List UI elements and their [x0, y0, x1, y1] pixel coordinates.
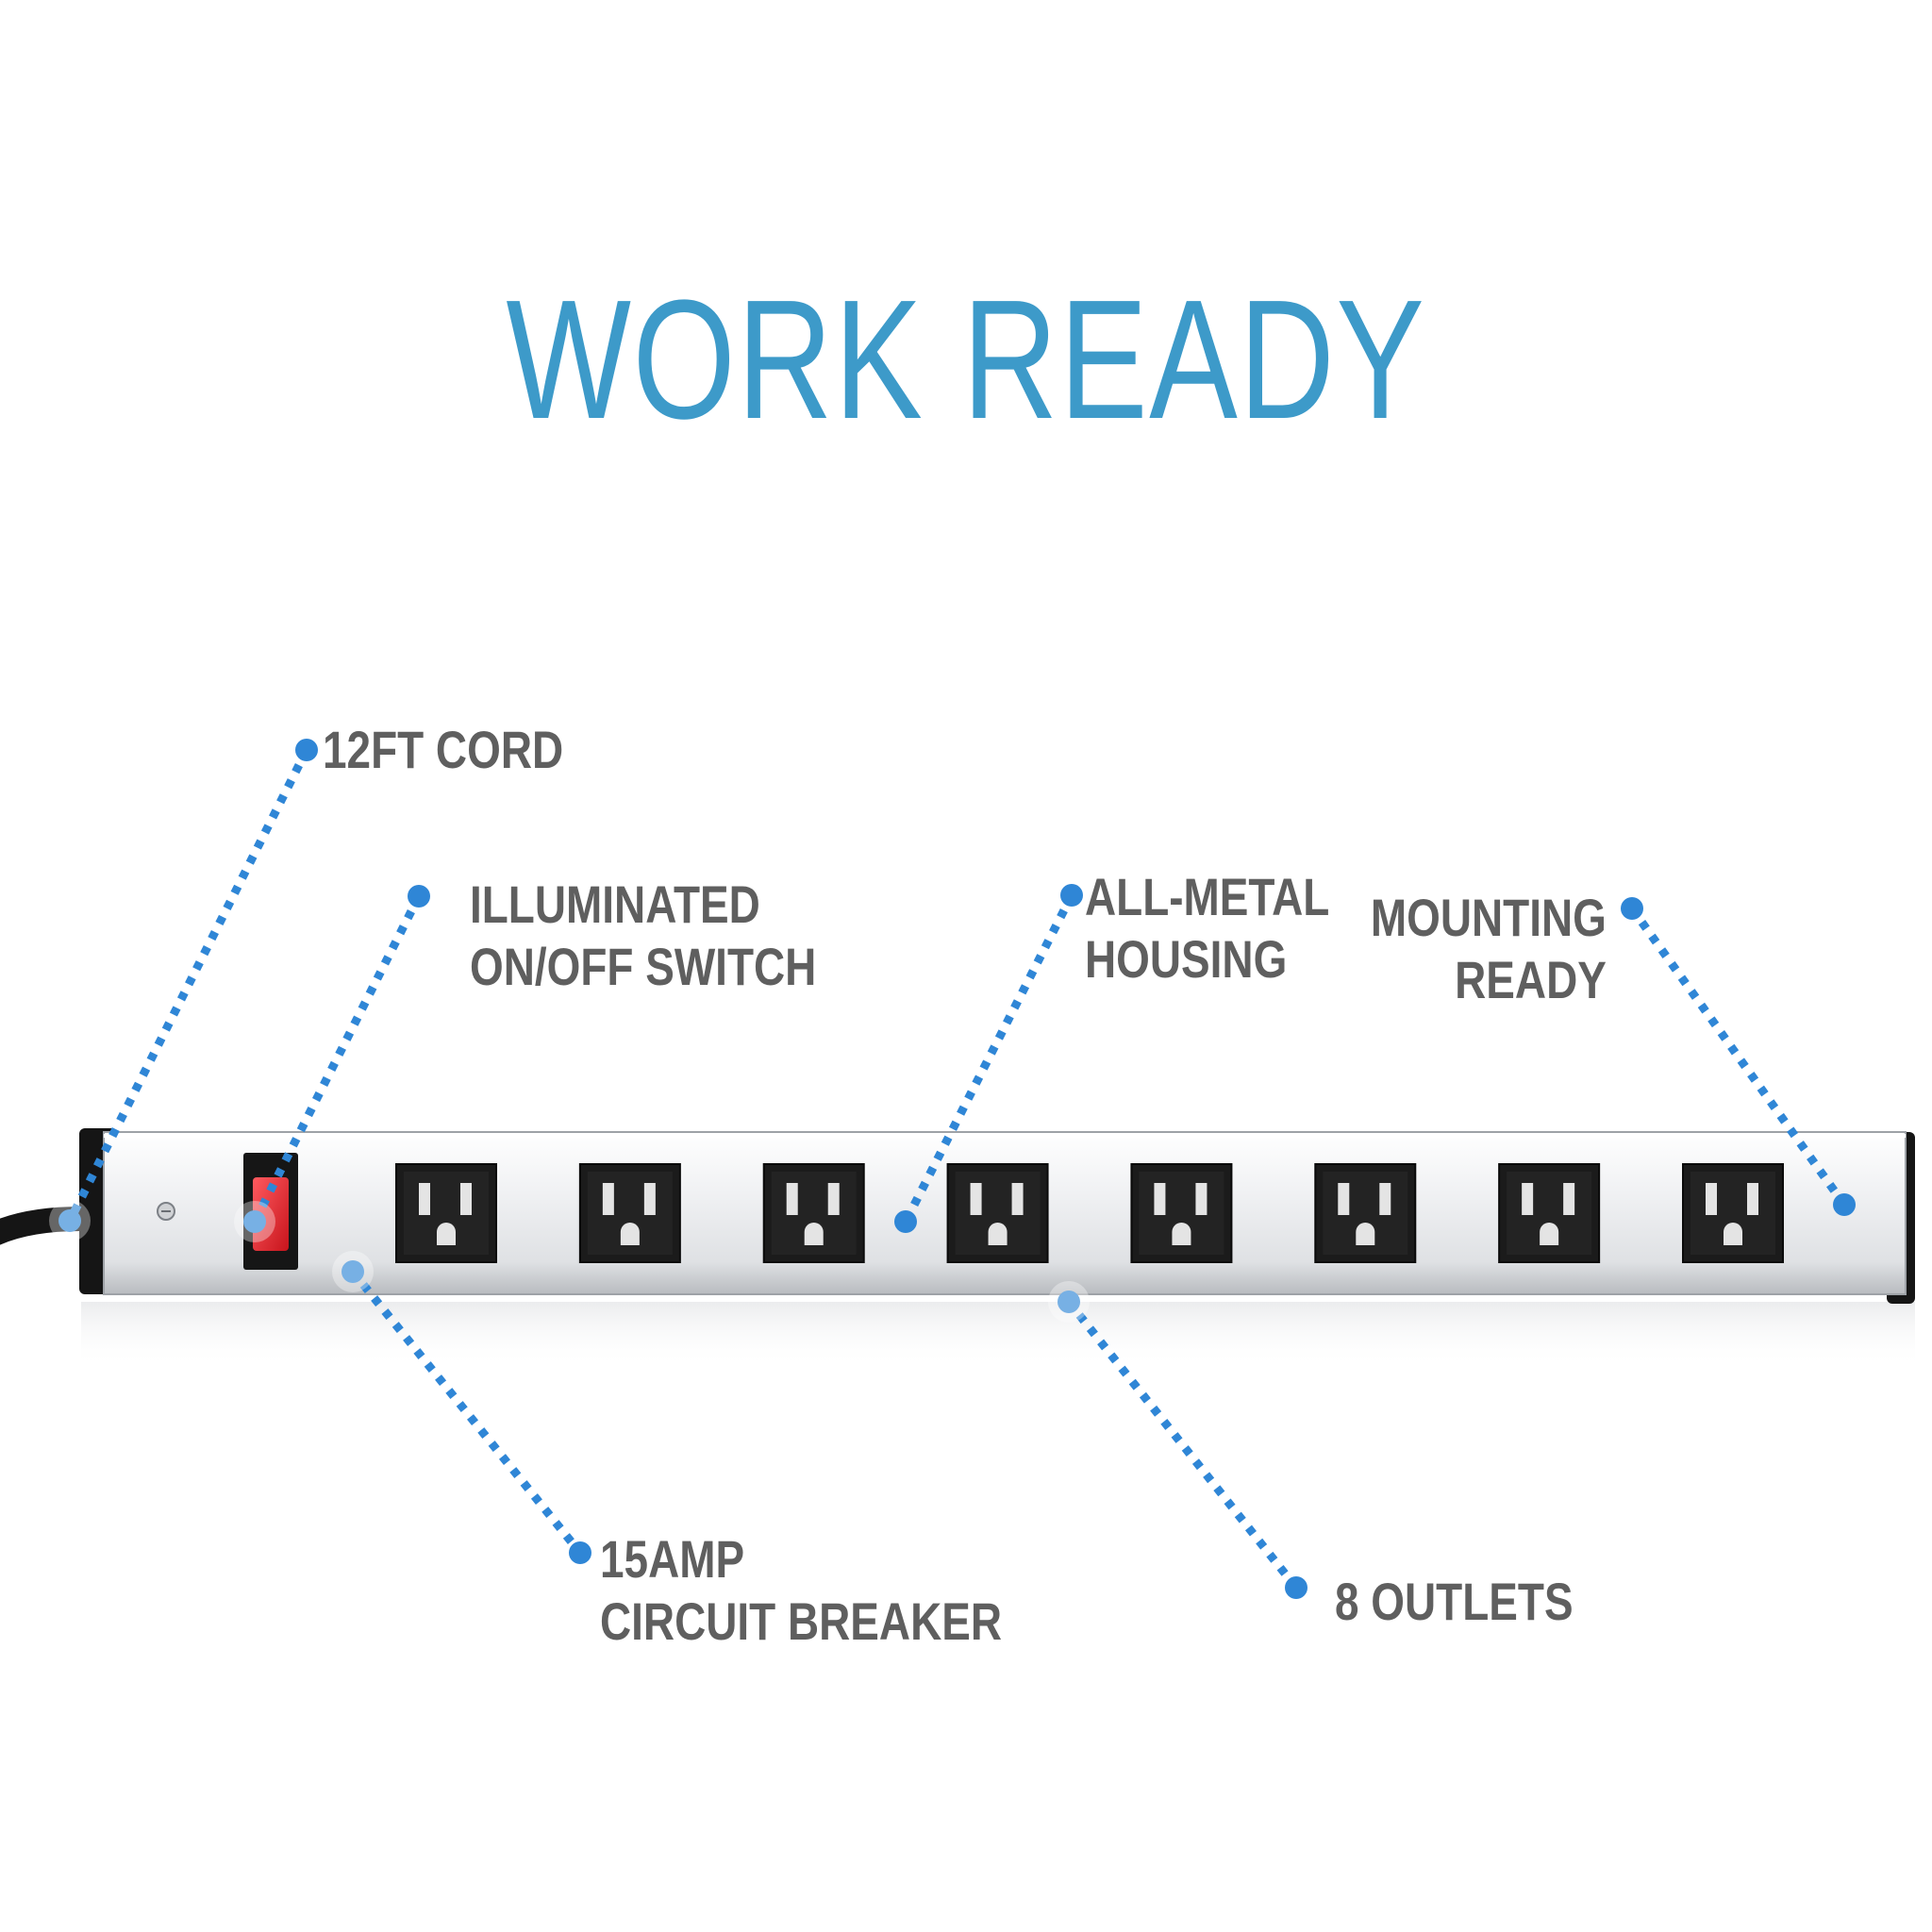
cord-callout-label: 12FT CORD [323, 719, 563, 781]
switch-end-dot [243, 1210, 266, 1233]
breaker-start-dot [341, 1260, 364, 1283]
switch-label-line-2: ON/OFF SWITCH [470, 937, 817, 996]
outlets [395, 1163, 1784, 1263]
breaker-end-dot [569, 1541, 591, 1564]
outlets-callout-label: 8 OUTLETS [1335, 1571, 1574, 1633]
cord-top-dot [295, 739, 318, 761]
reflection [81, 1302, 1915, 1368]
cord-end-dot [58, 1209, 81, 1232]
outlet-icon [946, 1163, 1049, 1263]
mounting-callout-label: MOUNTING READY [1371, 887, 1607, 1011]
housing-callout-label: ALL-METAL HOUSING [1085, 866, 1329, 991]
breaker-label-line-2: CIRCUIT BREAKER [600, 1591, 1003, 1651]
housing-label-line-1: ALL-METAL [1085, 867, 1330, 926]
rocker-switch-icon[interactable] [243, 1153, 298, 1270]
callout-lines [65, 747, 1848, 1591]
outlet-icon [578, 1163, 681, 1263]
mounting-label-line-2: READY [1455, 950, 1607, 1009]
switch-top-dot [408, 885, 430, 908]
outlets-label-line-1: 8 OUTLETS [1335, 1572, 1574, 1631]
housing-end-dot [894, 1210, 917, 1233]
outlet-icon [1130, 1163, 1233, 1263]
screw-icon [157, 1202, 175, 1221]
housing-label-line-2: HOUSING [1085, 929, 1288, 989]
outlet-icon [1498, 1163, 1601, 1263]
cord-label-line-1: 12FT CORD [323, 720, 564, 779]
housing-top-dot [1060, 884, 1083, 907]
cord-callout-line [65, 747, 311, 1224]
headline: WORK READY [506, 265, 1426, 455]
outlet-icon [762, 1163, 865, 1263]
switch-callout-label: ILLUMINATED ON/OFF SWITCH [470, 874, 816, 998]
outlet-icon [1682, 1163, 1784, 1263]
switch-label-line-1: ILLUMINATED [470, 874, 760, 934]
outlets-start-dot [1058, 1291, 1080, 1313]
outlets-end-dot [1285, 1576, 1307, 1599]
breaker-label-line-1: 15AMP [600, 1529, 745, 1589]
mounting-top-dot [1621, 897, 1643, 920]
callout-dots [58, 739, 1856, 1599]
outlet-icon [395, 1163, 497, 1263]
outlet-icon [1314, 1163, 1417, 1263]
mounting-label-line-1: MOUNTING [1371, 888, 1607, 947]
breaker-callout-label: 15AMP CIRCUIT BREAKER [600, 1528, 1002, 1653]
mounting-end-dot [1833, 1193, 1856, 1216]
